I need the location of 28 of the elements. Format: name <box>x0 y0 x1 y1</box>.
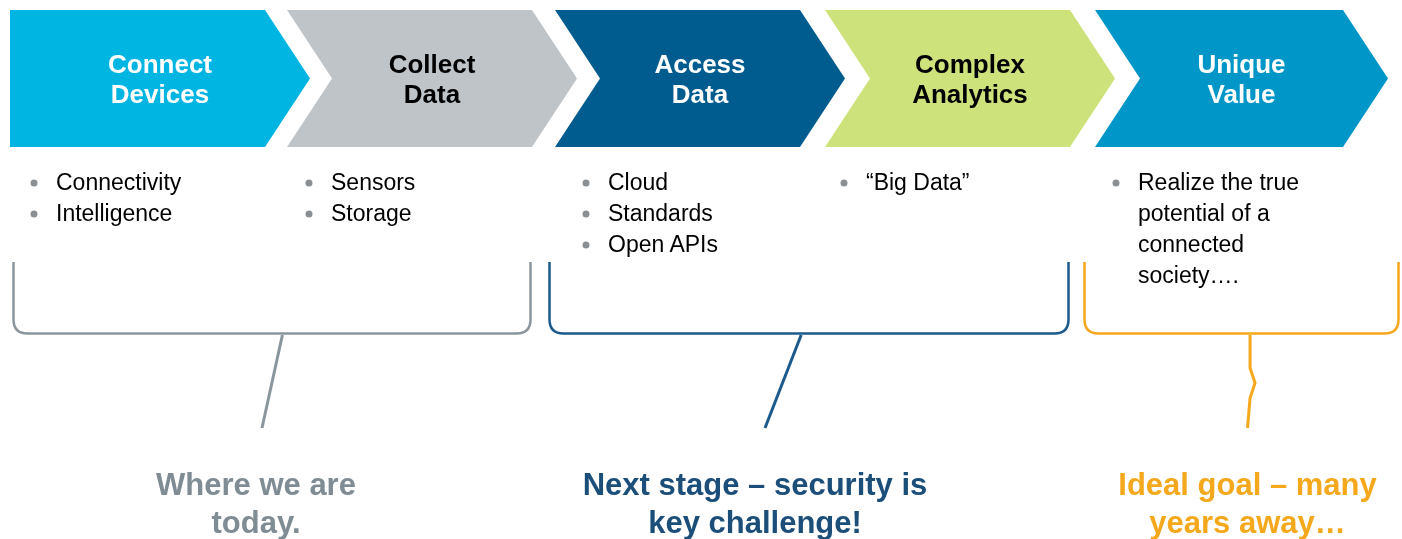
step-title: Complex Analytics <box>911 47 1029 111</box>
chevron-step <box>1095 10 1388 147</box>
bracket <box>1083 262 1400 335</box>
bracket <box>548 262 1070 335</box>
bullet-point: Storage <box>331 200 412 226</box>
stage-note: Ideal goal – many years away… <box>1095 466 1400 539</box>
leader-line <box>260 334 284 429</box>
chevron-step <box>287 10 577 147</box>
step-title: Access Data <box>653 47 747 111</box>
bullet-point: Sensors <box>331 169 416 195</box>
step-title: Connect Devices <box>107 47 213 111</box>
stage-note: Next stage – security is key challenge! <box>575 466 935 539</box>
step-title: Collect Data <box>387 47 477 111</box>
step-title: Unique Value <box>1196 47 1287 111</box>
chevron-step <box>825 10 1115 147</box>
leader-line <box>1246 335 1257 429</box>
chevron-step <box>555 10 845 147</box>
bullet-point: Connectivity <box>56 169 182 195</box>
chevron-step <box>10 10 310 147</box>
bullet-point: Open APIs <box>608 231 718 257</box>
bullet-point: Intelligence <box>56 200 173 226</box>
leader-line <box>763 334 803 429</box>
bullet-point: Realize the true potential of a connected society…. <box>1138 169 1300 288</box>
stage-note: Where we are today. <box>136 466 376 539</box>
bullet-point: “Big Data” <box>866 169 970 195</box>
bullet-point: Standards <box>608 200 713 226</box>
bullet-point: Cloud <box>608 169 669 195</box>
bracket <box>12 262 532 335</box>
